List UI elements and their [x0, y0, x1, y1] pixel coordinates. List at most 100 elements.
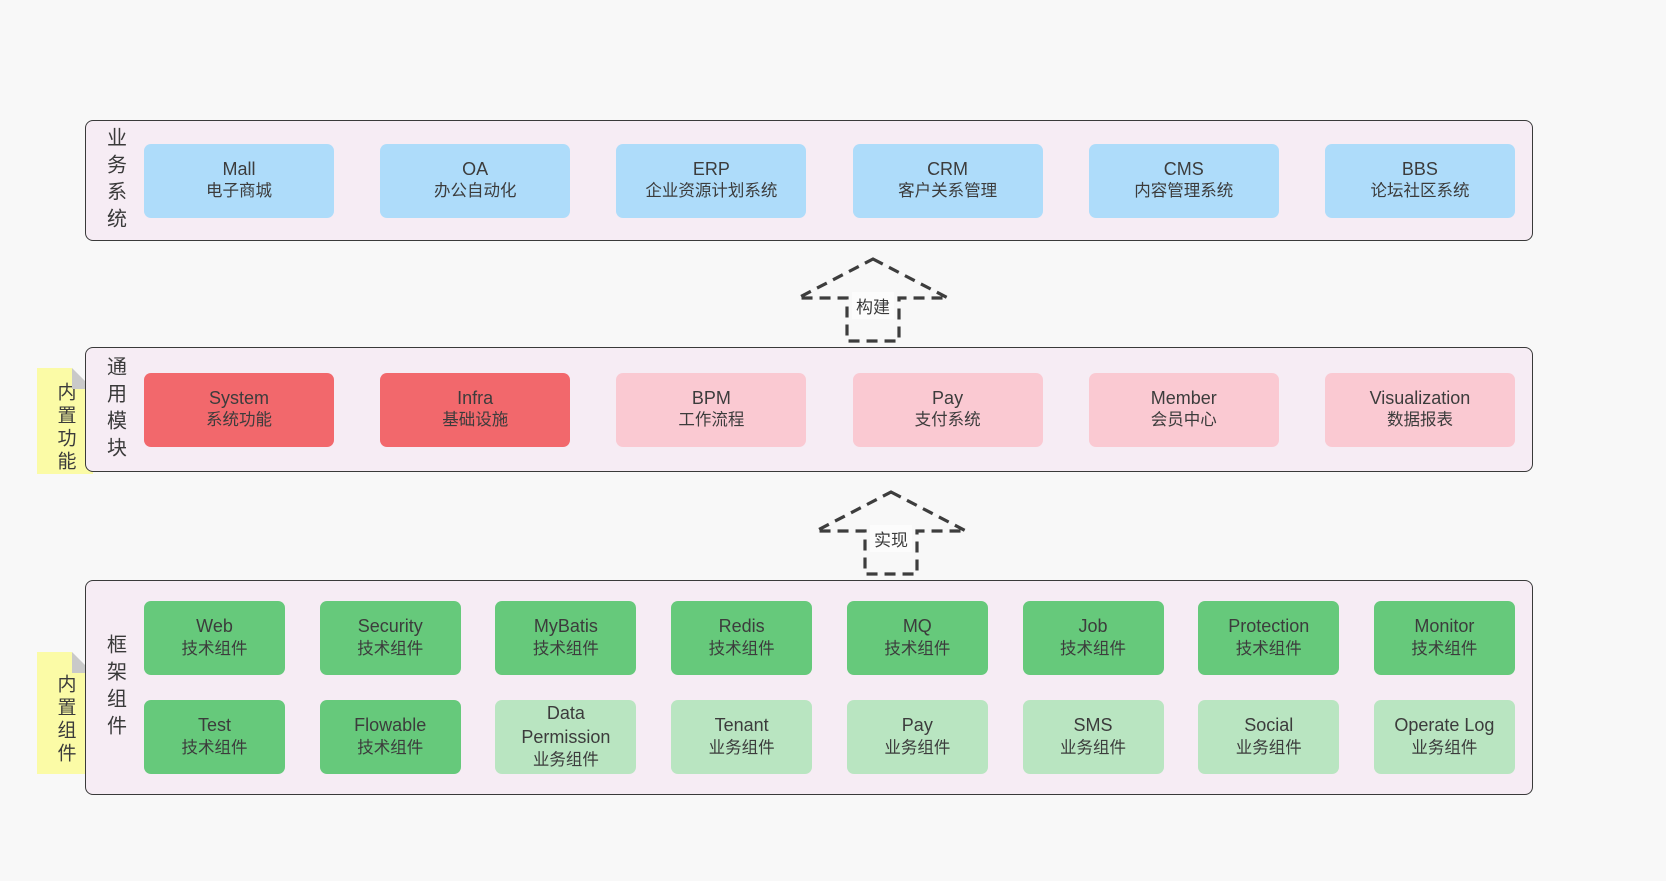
box-operate-log: Operate Log 业务组件 — [1373, 700, 1515, 774]
box-subtitle: 业务组件 — [1411, 738, 1478, 757]
common-modules-panel: 通用模块 System 系统功能 Infra 基础设施 BPM 工作流程 Pay… — [85, 347, 1533, 472]
modules-boxes-row: System 系统功能 Infra 基础设施 BPM 工作流程 Pay 支付系统… — [144, 348, 1532, 471]
box-title: MQ — [902, 616, 932, 637]
box-redis: Redis 技术组件 — [671, 601, 813, 675]
box-title: Operate Log — [1394, 715, 1495, 736]
panel-label-business: 业务系统 — [103, 126, 126, 235]
box-subtitle: 会员中心 — [1150, 411, 1217, 430]
box-title: ERP — [692, 158, 730, 179]
box-subtitle: 办公自动化 — [433, 182, 517, 201]
box-subtitle: 电子商城 — [206, 182, 272, 201]
box-title: Job — [1078, 616, 1108, 637]
box-subtitle: 系统功能 — [206, 411, 272, 430]
up-arrow-icon — [815, 490, 967, 576]
box-protection: Protection 技术组件 — [1198, 601, 1340, 675]
box-title: Flowable — [354, 715, 427, 736]
box-subtitle: 技术组件 — [357, 639, 424, 658]
note-text: 内置功能 — [54, 382, 76, 474]
box-subtitle: 内容管理系统 — [1134, 182, 1234, 201]
components-row-1: Web 技术组件 Security 技术组件 MyBatis 技术组件 Redi… — [144, 601, 1532, 675]
business-systems-panel: 业务系统 Mall 电子商城 OA 办公自动化 ERP 企业资源计划系统 CRM… — [85, 120, 1533, 241]
box-infra: Infra 基础设施 — [380, 372, 571, 447]
note-text: 内置组件 — [54, 674, 76, 766]
box-security: Security 技术组件 — [319, 601, 461, 675]
box-mq: MQ 技术组件 — [846, 601, 988, 675]
panel-label-components: 框架组件 — [103, 633, 126, 742]
box-subtitle: 业务组件 — [708, 738, 775, 757]
arrow-implement: 实现 — [806, 489, 976, 577]
box-subtitle: 客户关系管理 — [898, 182, 998, 201]
business-boxes-row: Mall 电子商城 OA 办公自动化 ERP 企业资源计划系统 CRM 客户关系… — [144, 121, 1532, 240]
box-title: Social — [1244, 715, 1294, 736]
box-title: Visualization — [1369, 387, 1471, 408]
components-row-2: Test 技术组件 Flowable 技术组件 Data Permission … — [144, 700, 1532, 774]
box-sms: SMS 业务组件 — [1022, 700, 1164, 774]
box-title: Tenant — [714, 715, 769, 736]
box-monitor: Monitor 技术组件 — [1373, 601, 1515, 675]
components-rows: Web 技术组件 Security 技术组件 MyBatis 技术组件 Redi… — [144, 581, 1532, 794]
box-title: Security — [357, 616, 423, 637]
box-system: System 系统功能 — [144, 372, 334, 447]
box-title: Monitor — [1414, 616, 1475, 637]
box-crm: CRM 客户关系管理 — [852, 143, 1043, 218]
arrow-implement-label: 实现 — [870, 525, 912, 552]
box-erp: ERP 企业资源计划系统 — [616, 143, 807, 218]
box-subtitle: 业务组件 — [1060, 738, 1127, 757]
up-arrow-icon — [797, 257, 949, 343]
box-subtitle: 技术组件 — [1235, 639, 1302, 658]
box-cms: CMS 内容管理系统 — [1088, 143, 1279, 218]
box-job: Job 技术组件 — [1022, 601, 1164, 675]
box-subtitle: 技术组件 — [1060, 639, 1127, 658]
box-subtitle: 业务组件 — [884, 738, 951, 757]
box-subtitle: 技术组件 — [1411, 639, 1478, 658]
box-title: System — [208, 387, 269, 408]
box-subtitle: 业务组件 — [532, 750, 599, 769]
box-subtitle: 基础设施 — [442, 411, 509, 430]
box-title: Web — [196, 616, 233, 637]
box-title: MyBatis — [533, 616, 598, 637]
box-title: BPM — [691, 387, 731, 408]
box-subtitle: 数据报表 — [1386, 411, 1453, 430]
box-bpm: BPM 工作流程 — [616, 372, 807, 447]
box-title: Data Permission — [521, 703, 611, 748]
box-subtitle: 技术组件 — [708, 639, 775, 658]
box-pay-component: Pay 业务组件 — [846, 700, 988, 774]
box-title: Protection — [1228, 616, 1310, 637]
box-title: OA — [462, 158, 489, 179]
box-subtitle: 企业资源计划系统 — [645, 182, 778, 201]
box-title: Member — [1150, 387, 1217, 408]
box-subtitle: 支付系统 — [914, 411, 981, 430]
box-title: Redis — [718, 616, 765, 637]
box-subtitle: 技术组件 — [357, 738, 424, 757]
box-social: Social 业务组件 — [1198, 700, 1340, 774]
box-subtitle: 技术组件 — [181, 738, 248, 757]
box-mall: Mall 电子商城 — [144, 143, 334, 218]
box-pay-module: Pay 支付系统 — [852, 372, 1043, 447]
panel-label-modules: 通用模块 — [103, 355, 126, 464]
box-subtitle: 技术组件 — [181, 639, 248, 658]
box-title: Infra — [457, 387, 494, 408]
box-title: Mall — [222, 158, 256, 179]
box-subtitle: 技术组件 — [532, 639, 599, 658]
box-title: SMS — [1073, 715, 1113, 736]
box-web: Web 技术组件 — [144, 601, 285, 675]
box-title: Pay — [901, 715, 933, 736]
box-tenant: Tenant 业务组件 — [671, 700, 813, 774]
box-mybatis: MyBatis 技术组件 — [495, 601, 637, 675]
box-title: CRM — [927, 158, 969, 179]
arrow-build: 构建 — [788, 256, 958, 344]
box-oa: OA 办公自动化 — [380, 143, 571, 218]
box-title: CMS — [1163, 158, 1204, 179]
box-title: Pay — [932, 387, 964, 408]
box-visualization: Visualization 数据报表 — [1324, 372, 1515, 447]
box-title: Test — [197, 715, 231, 736]
box-subtitle: 工作流程 — [678, 411, 745, 430]
box-test: Test 技术组件 — [144, 700, 285, 774]
box-subtitle: 论坛社区系统 — [1370, 182, 1470, 201]
framework-components-panel: 框架组件 Web 技术组件 Security 技术组件 MyBatis 技术组件… — [85, 580, 1533, 795]
arrow-build-label: 构建 — [852, 292, 894, 319]
box-data-permission: Data Permission 业务组件 — [495, 700, 637, 774]
box-title: BBS — [1401, 158, 1438, 179]
box-flowable: Flowable 技术组件 — [319, 700, 461, 774]
